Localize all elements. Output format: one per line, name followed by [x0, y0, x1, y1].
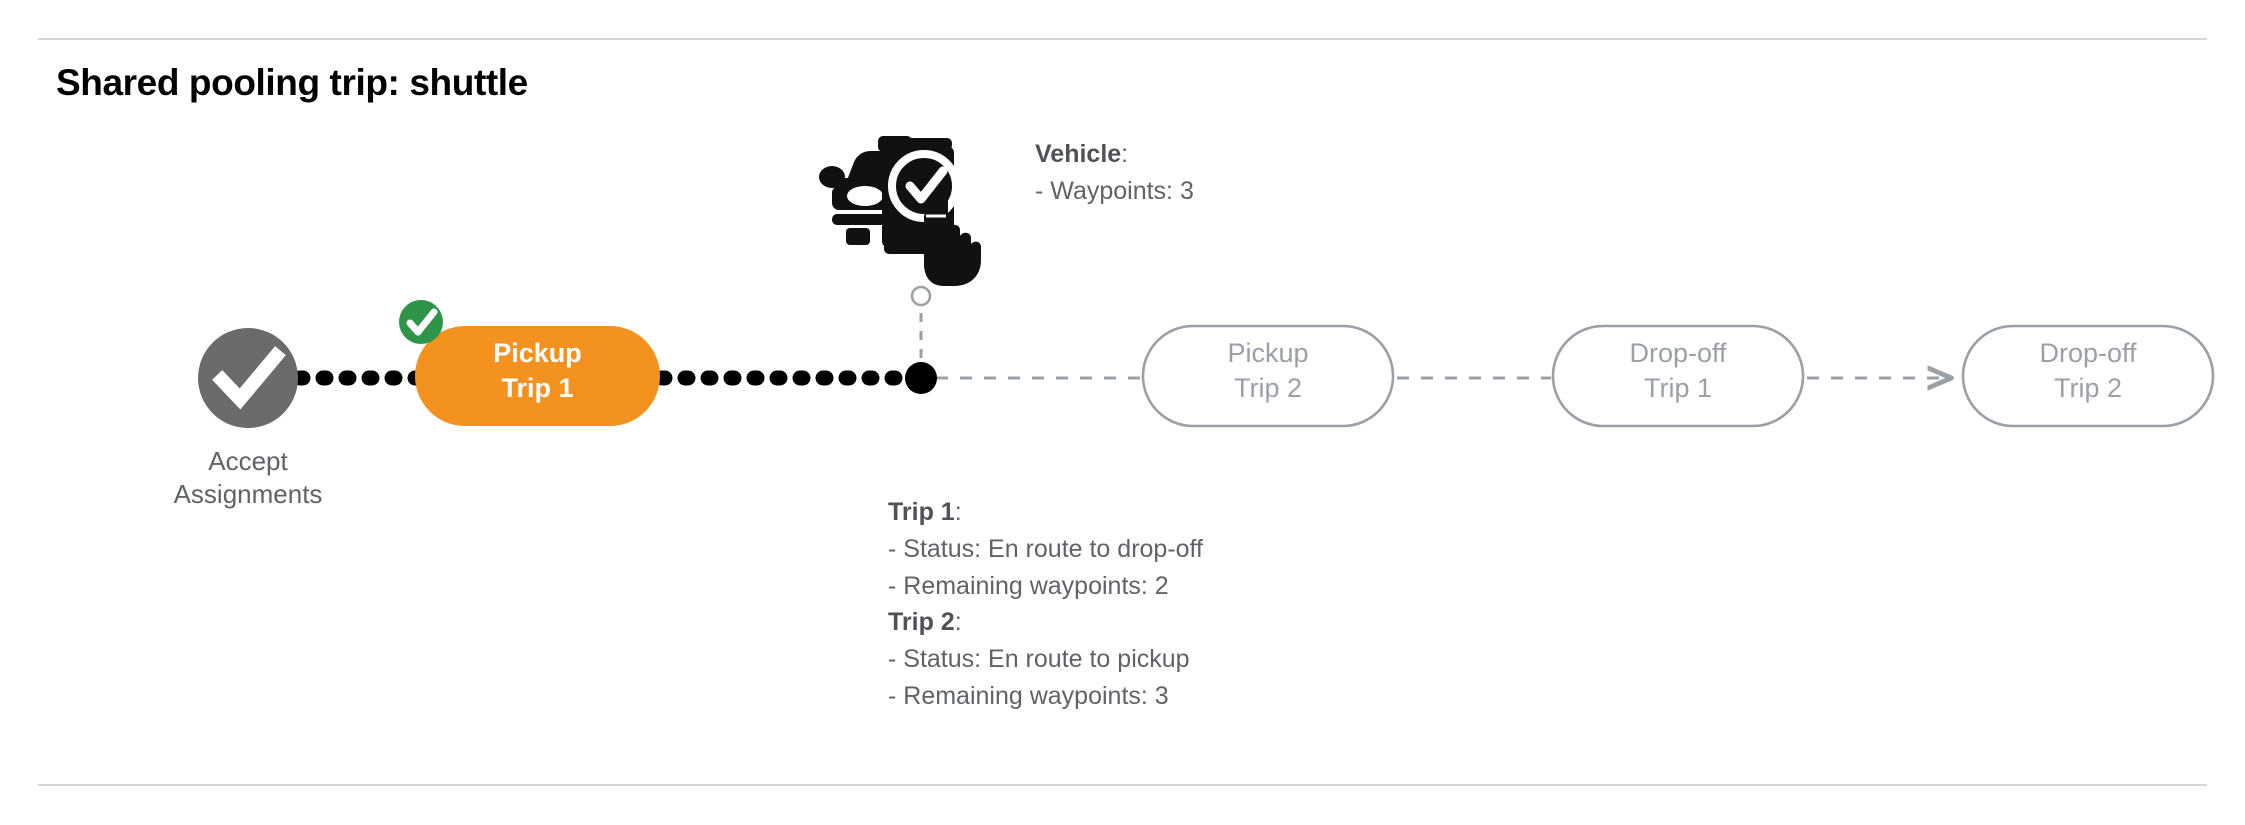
- trips-annotation: Trip 1: - Status: En route to drop-off -…: [888, 494, 1203, 715]
- pickup-trip-2-node[interactable]: [1141, 324, 1395, 428]
- car-phone-check-icon: [819, 136, 981, 286]
- trip-1-waypoints-line: - Remaining waypoints: 2: [888, 571, 1169, 600]
- top-divider: [38, 38, 2207, 40]
- trip-2-status-line: - Status: En route to pickup: [888, 645, 1190, 673]
- trip-1-heading-text: Trip 1: [888, 498, 955, 526]
- trip-1-heading: Trip 1:: [888, 494, 1203, 531]
- check-icon: [212, 346, 286, 410]
- vehicle-anchor-circle: [910, 285, 932, 307]
- dropoff-trip-1-node[interactable]: [1551, 324, 1805, 428]
- pickup-trip-1-node[interactable]: [415, 326, 660, 426]
- vehicle-heading-text: Vehicle: [1035, 140, 1122, 168]
- pickup-trip-1-check-badge: [399, 300, 443, 344]
- trip-2-heading: Trip 2:: [888, 604, 1203, 641]
- vehicle-waypoints-line: - Waypoints: 3: [1035, 176, 1194, 205]
- trip-2-waypoints-line: - Remaining waypoints: 3: [888, 681, 1169, 710]
- trip-1-heading-colon: :: [954, 498, 962, 526]
- vehicle-position-marker[interactable]: [905, 285, 937, 394]
- dropoff-trip-1-pill: [1551, 324, 1805, 428]
- accept-assignments-node[interactable]: [198, 328, 298, 428]
- pickup-trip-1-pill: [415, 326, 660, 426]
- trip-2-heading-text: Trip 2: [888, 608, 955, 637]
- vehicle-annotation: Vehicle: - Waypoints: 3: [1035, 136, 1194, 210]
- trip-2-heading-colon: :: [954, 608, 962, 637]
- page-title: Shared pooling trip: shuttle: [56, 62, 528, 103]
- check-badge-icon: [399, 300, 443, 344]
- pickup-trip-2-pill: [1141, 324, 1395, 428]
- bottom-divider: [38, 784, 2207, 786]
- vehicle-heading-colon: :: [1121, 140, 1129, 168]
- check-circle-icon: [198, 328, 298, 428]
- dropoff-trip-2-pill: [1961, 324, 2215, 428]
- dropoff-trip-2-node[interactable]: [1961, 324, 2215, 428]
- trip-1-status-line: - Status: En route to drop-off: [888, 534, 1203, 563]
- vehicle-position-dot: [905, 362, 937, 394]
- vehicle-annotation-heading: Vehicle:: [1035, 136, 1194, 173]
- badge-check-icon: [406, 308, 438, 336]
